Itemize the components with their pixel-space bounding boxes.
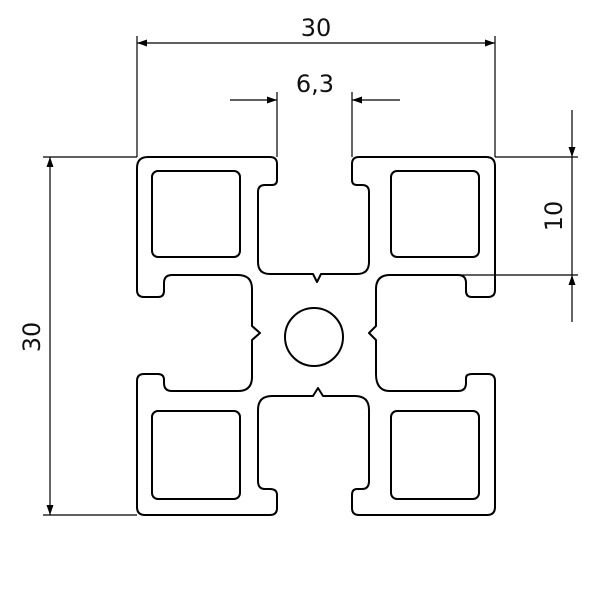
profile-cavity-bottom-left xyxy=(151,410,241,500)
overall-width-label: 30 xyxy=(301,14,332,42)
aluminium-profile-section xyxy=(136,156,496,516)
dimension-lines xyxy=(43,36,578,516)
slot-width-label: 6,3 xyxy=(296,70,334,98)
profile-cavity-top-left xyxy=(151,170,241,258)
overall-height-label: 30 xyxy=(18,322,46,353)
profile-outer-contour xyxy=(136,156,496,516)
center-bore xyxy=(284,307,344,367)
slot-depth-label: 10 xyxy=(540,201,568,232)
profile-cavity-bottom-right xyxy=(390,410,480,500)
profile-cavity-top-right xyxy=(390,170,480,258)
